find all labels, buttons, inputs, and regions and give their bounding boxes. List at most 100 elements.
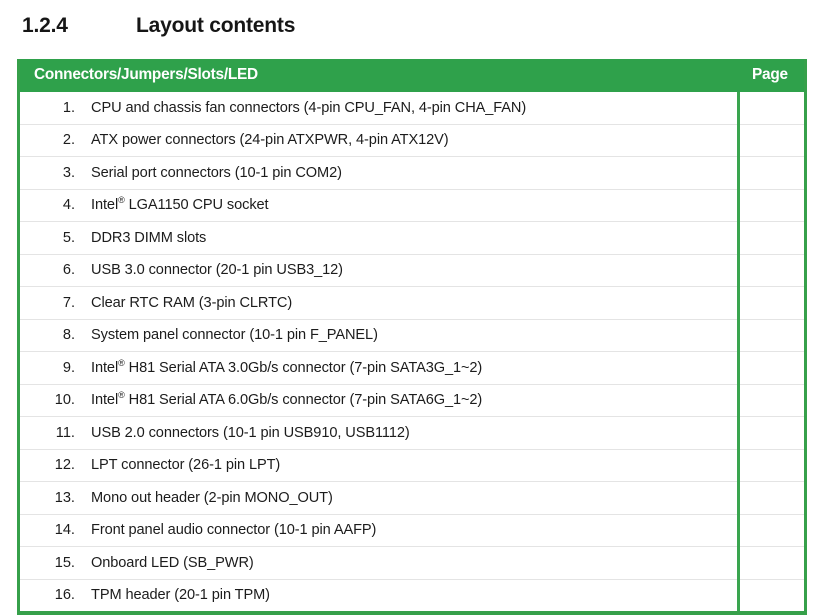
row-label: Intel® H81 Serial ATA 6.0Gb/s connector …	[91, 390, 737, 409]
row-label-text: Front panel audio connector (10-1 pin AA…	[91, 522, 377, 539]
row-label-text: USB 2.0 connectors (10-1 pin USB910, USB…	[91, 424, 410, 441]
description-inner: 4. Intel® LGA1150 CPU socket	[20, 195, 737, 214]
row-label: DDR3 DIMM slots	[91, 230, 737, 246]
row-label: CPU and chassis fan connectors (4-pin CP…	[91, 100, 737, 116]
table-row: 14. Front panel audio connector (10-1 pin…	[20, 513, 804, 547]
registered-trademark-icon: ®	[118, 195, 125, 206]
row-label: ATX power connectors (24-pin ATXPWR, 4-p…	[91, 132, 737, 148]
row-label-text: LPT connector (26-1 pin LPT)	[91, 457, 281, 474]
row-label: System panel connector (10-1 pin F_PANEL…	[91, 327, 737, 343]
registered-trademark-icon: ®	[118, 357, 125, 368]
row-label-text: Intel	[91, 197, 119, 214]
table-cell-page	[738, 481, 804, 514]
row-label-text: USB 3.0 connector (20-1 pin USB3_12)	[91, 262, 343, 279]
row-index: 14.	[54, 522, 75, 539]
row-index: 5.	[62, 229, 75, 246]
description-inner: 6. USB 3.0 connector (20-1 pin USB3_12)	[20, 262, 737, 278]
row-label-text: Intel	[91, 392, 119, 409]
table-cell-page	[738, 546, 804, 579]
row-label: Front panel audio connector (10-1 pin AA…	[91, 522, 737, 538]
description-inner: 7.Clear RTC RAM (3-pin CLRTC)	[20, 295, 737, 311]
table-header-row: Connectors/Jumpers/Slots/LED Page	[20, 59, 804, 92]
table-cell-description: 3.Serial port connectors (10-1 pin COM2)	[20, 156, 740, 189]
row-index: 13.	[54, 489, 75, 506]
row-label-text: Intel	[91, 359, 119, 376]
row-label: Serial port connectors (10-1 pin COM2)	[91, 165, 737, 181]
table-row: 12. LPT connector (26-1 pin LPT)	[20, 448, 804, 482]
table-row: 16. TPM header (20-1 pin TPM)	[20, 578, 804, 611]
description-inner: 3.Serial port connectors (10-1 pin COM2)	[20, 165, 737, 181]
table-cell-description: 1.CPU and chassis fan connectors (4-pin …	[20, 92, 740, 124]
row-index: 9.	[62, 359, 75, 376]
description-inner: 12. LPT connector (26-1 pin LPT)	[20, 457, 737, 473]
row-label: USB 2.0 connectors (10-1 pin USB910, USB…	[91, 425, 737, 441]
row-label-text-continued: LGA1150 CPU socket	[124, 197, 269, 214]
table-cell-page	[738, 318, 804, 352]
description-inner: 14. Front panel audio connector (10-1 pin…	[20, 522, 737, 538]
row-index: 12.	[54, 457, 75, 474]
table-row: 9. Intel® H81 Serial ATA 3.0Gb/s connecto…	[20, 351, 804, 384]
section-number: 1.2.4	[22, 14, 68, 37]
table-cell-description: 10.Intel® H81 Serial ATA 6.0Gb/s connect…	[20, 383, 740, 417]
table-cell-page	[738, 123, 804, 157]
table-cell-page	[738, 416, 804, 449]
table-cell-page	[738, 351, 804, 384]
row-label: Intel® H81 Serial ATA 3.0Gb/s connector …	[91, 357, 737, 376]
table-cell-description: 5. DDR3 DIMM slots	[20, 221, 740, 254]
row-label-text: DDR3 DIMM slots	[91, 229, 207, 246]
row-label-text: Onboard LED (SB_PWR)	[91, 554, 254, 571]
row-label: Intel® LGA1150 CPU socket	[91, 195, 737, 214]
row-index: 15.	[54, 554, 75, 571]
table-cell-description: 15. Onboard LED (SB_PWR)	[20, 546, 740, 579]
row-label-text: Serial port connectors (10-1 pin COM2)	[91, 164, 342, 181]
table-cell-description: 6. USB 3.0 connector (20-1 pin USB3_12)	[20, 253, 740, 287]
row-label-text: CPU and chassis fan connectors (4-pin CP…	[91, 99, 527, 116]
table-cell-description: 13. Mono out header (2-pin MONO_OUT)	[20, 481, 740, 514]
table-cell-description: 7.Clear RTC RAM (3-pin CLRTC)	[20, 286, 740, 319]
row-index: 6.	[62, 262, 75, 279]
layout-contents-table: Connectors/Jumpers/Slots/LED Page 1.CPU …	[20, 59, 804, 611]
row-index: 4.	[62, 197, 75, 214]
description-inner: 15. Onboard LED (SB_PWR)	[20, 555, 737, 571]
description-inner: 9. Intel® H81 Serial ATA 3.0Gb/s connecto…	[20, 357, 737, 376]
table-row: 2.ATX power connectors (24-pin ATXPWR, 4…	[20, 123, 804, 157]
table-cell-description: 4. Intel® LGA1150 CPU socket	[20, 188, 740, 222]
description-inner: 16. TPM header (20-1 pin TPM)	[20, 587, 737, 603]
layout-contents-table-wrapper: Connectors/Jumpers/Slots/LED Page 1.CPU …	[17, 59, 807, 615]
row-label: LPT connector (26-1 pin LPT)	[91, 457, 737, 473]
row-label: USB 3.0 connector (20-1 pin USB3_12)	[91, 262, 737, 278]
section-title: Layout contents	[136, 14, 296, 37]
description-inner: 2.ATX power connectors (24-pin ATXPWR, 4…	[20, 132, 737, 148]
table-cell-page	[738, 156, 804, 189]
table-row: 5. DDR3 DIMM slots	[20, 221, 804, 254]
table-body: 1.CPU and chassis fan connectors (4-pin …	[20, 92, 804, 611]
description-inner: 13. Mono out header (2-pin MONO_OUT)	[20, 490, 737, 506]
table-cell-page	[738, 578, 804, 611]
row-label-text: Mono out header (2-pin MONO_OUT)	[91, 489, 333, 506]
row-index: 7.	[62, 294, 75, 311]
table-row: 7.Clear RTC RAM (3-pin CLRTC)	[20, 286, 804, 319]
registered-trademark-icon: ®	[118, 390, 125, 401]
row-label: Onboard LED (SB_PWR)	[91, 555, 737, 571]
table-cell-page	[738, 513, 804, 547]
row-label-text-continued: H81 Serial ATA 6.0Gb/s connector (7-pin …	[124, 392, 483, 409]
table-cell-page	[738, 92, 804, 124]
table-cell-page	[738, 383, 804, 417]
description-inner: 11. USB 2.0 connectors (10-1 pin USB910, …	[20, 425, 737, 441]
description-inner: 1.CPU and chassis fan connectors (4-pin …	[20, 100, 737, 116]
description-inner: 10.Intel® H81 Serial ATA 6.0Gb/s connect…	[20, 390, 737, 409]
row-label-text-continued: H81 Serial ATA 3.0Gb/s connector (7-pin …	[124, 359, 483, 376]
row-label-text: ATX power connectors (24-pin ATXPWR, 4-p…	[91, 132, 449, 149]
table-row: 8. System panel connector (10-1 pin F_PAN…	[20, 318, 804, 352]
table-cell-page	[738, 188, 804, 222]
table-row: 4. Intel® LGA1150 CPU socket	[20, 188, 804, 222]
table-cell-description: 14. Front panel audio connector (10-1 pin…	[20, 513, 740, 547]
row-index: 16.	[54, 587, 75, 604]
table-cell-description: 16. TPM header (20-1 pin TPM)	[20, 578, 740, 611]
row-index: 8.	[62, 327, 75, 344]
row-label-text: System panel connector (10-1 pin F_PANEL…	[91, 327, 378, 344]
row-index: 11.	[55, 424, 75, 441]
table-cell-description: 2.ATX power connectors (24-pin ATXPWR, 4…	[20, 123, 740, 157]
table-row: 13. Mono out header (2-pin MONO_OUT)	[20, 481, 804, 514]
row-label: TPM header (20-1 pin TPM)	[91, 587, 737, 603]
